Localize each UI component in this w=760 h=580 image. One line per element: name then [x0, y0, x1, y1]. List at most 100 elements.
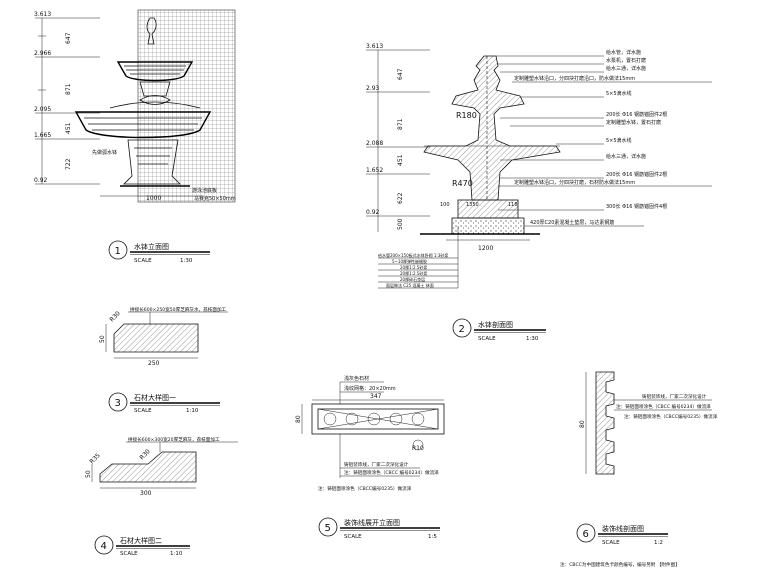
elev-dim-1: 647	[65, 32, 72, 44]
elev-note-bottom: 游泳池底板	[192, 187, 217, 194]
sec-label-9: 给水三通，详水施	[606, 153, 646, 160]
title-2-scale-label: SCALE	[478, 336, 496, 342]
d5-height: 80	[295, 415, 302, 423]
lower-basin	[74, 111, 212, 139]
sec-left-note-5: 20厚碎石垫层	[400, 276, 425, 282]
sec-level-1: 3.613	[366, 43, 383, 50]
title-block-4: 4 石材大样图二 SCALE 1:10	[94, 535, 190, 557]
elev-width: 1000	[146, 195, 161, 202]
title-3-scale: 1:10	[186, 408, 199, 414]
sec-left-note-4: 20厚1:2.5砂浆	[400, 270, 427, 276]
elev-dim-3: 451	[65, 122, 72, 134]
title-block-2: 2 水钵剖面图 SCALE 1:30	[452, 318, 546, 342]
sec-base-dim-1: 100	[440, 202, 450, 208]
title-3-scale-label: SCALE	[134, 408, 152, 414]
d4-radius-2: R30	[138, 448, 151, 461]
title-5-scale: 1:5	[428, 534, 437, 540]
sec-label-2: 水泵机，置石打磨	[606, 57, 646, 64]
sec-label-8: 5×5滴水线	[606, 137, 632, 144]
d5-width: 347	[370, 393, 382, 400]
d6-note-1: 铸铝装饰线，厂家二次深化设计	[642, 393, 707, 400]
sec-base-dim-3: 118	[508, 202, 518, 208]
sec-label-7: 定制雕塑水钵，置石打磨	[606, 119, 661, 126]
mosaic-wall	[137, 9, 236, 203]
d5-radius: R10	[412, 445, 424, 452]
sec-dim-5: 500	[397, 218, 404, 230]
title-1-scale: 1:30	[180, 258, 193, 264]
sec-base-dim-2: 1350	[466, 202, 479, 208]
title-2-num: 2	[459, 324, 465, 335]
title-1-num: 1	[115, 246, 121, 257]
sec-level-2: 2.93	[366, 85, 380, 92]
elev-level-1: 3.613	[34, 11, 51, 18]
title-block-3: 3 石材大样图一 SCALE 1:10	[108, 392, 220, 414]
sec-label-1: 给水管，详水施	[606, 49, 641, 56]
sec-label-3: 给水三通，详水施	[606, 65, 646, 72]
d5-note-5: 注：铸铝面喷涂色（CBCC编号0235）做流泽	[318, 485, 412, 492]
sec-level-4: 1.652	[366, 167, 383, 174]
elev-level-4: 1.665	[34, 132, 51, 139]
title-6-num: 6	[583, 529, 589, 540]
upper-basin	[116, 61, 194, 82]
fountain-finial	[146, 17, 157, 45]
title-2-text: 水钵剖面图	[478, 320, 513, 329]
title-3-text: 石材大样图一	[134, 393, 176, 402]
title-6-scale-label: SCALE	[602, 540, 620, 546]
elev-level-5: 0.92	[34, 177, 48, 184]
d5-note-1: 浅灰色石材	[344, 375, 369, 382]
title-block-1: 1 水钵立面图 SCALE 1:30	[108, 240, 210, 264]
sec-level-3: 2.088	[366, 140, 383, 147]
d4-radius-1: R35	[88, 452, 101, 465]
d5-note-4: 注：铸铝面喷涂色（CBCC 编号0234）做流泽	[344, 469, 439, 476]
sec-dim-4: 622	[397, 192, 404, 204]
d4-note: 拼接长600×300宽20厚芝麻灰，荔枝面加工	[128, 436, 220, 443]
elevation-drawing: 3.613 2.966 2.095 1.665 0.92 647 871 451…	[34, 9, 236, 203]
sec-radius-top: R180	[456, 111, 477, 120]
d6-note-3: 注：铸铝面喷涂色（CBCC编号0235）做流泽	[624, 413, 718, 420]
title-4-num: 4	[101, 541, 107, 552]
detail-3: 拼接长600×250宽50厚芝麻灰水，荔枝面加工 R30 50 250	[99, 306, 228, 367]
sec-label-12: 300长 Φ16 钢筋锚固件4根	[606, 203, 667, 210]
section-drawing: 3.613 2.93 2.088 1.652 0.92 647 871 451 …	[366, 43, 712, 289]
d5-note-3: 铸铝装饰线，厂家二次深化设计	[344, 461, 409, 468]
sec-left-note-3: 20厚1:2.5砂浆	[400, 264, 427, 270]
sec-left-note-6: 面层做法 C25 混凝土 抹面	[386, 282, 434, 288]
sec-left-note-1: 给水管200×150板式水钵卧砌 1:3砂浆	[378, 252, 448, 258]
title-block-5: 5 装饰线展开立面图 SCALE 1:5	[318, 517, 440, 540]
sec-left-note-2: 5~10厚弹性嵌缝胶	[392, 258, 427, 264]
sec-label-11: 定制雕塑水钵沿口，分四块打磨，石材防水做法15mm	[514, 179, 635, 186]
sec-dim-3: 451	[397, 154, 404, 166]
sec-dim-2: 871	[397, 118, 404, 130]
d6-dim: 80	[579, 420, 586, 428]
pedestal	[123, 139, 181, 185]
stone-profile-4	[99, 451, 197, 483]
d3-radius: R30	[108, 310, 121, 323]
elev-level-3: 2.095	[34, 106, 51, 113]
title-4-scale: 1:10	[170, 551, 183, 557]
ornament-panel	[311, 403, 445, 435]
title-2-scale: 1:30	[526, 336, 539, 342]
title-1-text: 水钵立面图	[134, 242, 169, 251]
title-3-num: 3	[115, 398, 121, 409]
sec-label-13: 420厚C20素混凝土垫层，马达素钢筋	[530, 219, 614, 226]
title-5-text: 装饰线展开立面图	[344, 518, 400, 527]
d3-note: 拼接长600×250宽50厚芝麻灰水，荔枝面加工	[130, 306, 227, 313]
elev-note-left: 先做弧水钵	[92, 149, 117, 156]
sec-dim-1: 647	[397, 68, 404, 80]
detail-5: 浅灰色石材 浅纹网格：20×20mm 347 80 R10 铸铝装饰线，厂家二次…	[295, 375, 445, 492]
d6-note-2: 注：铸铝面喷涂色（CBCC 编号0234）做流泽	[616, 403, 711, 410]
detail-6: 80 铸铝装饰线，厂家二次深化设计 注：铸铝面喷涂色（CBCC 编号0234）做…	[579, 371, 718, 475]
d4-width: 300	[140, 490, 152, 497]
sec-width: 1200	[478, 245, 493, 252]
title-4-scale-label: SCALE	[120, 551, 138, 557]
elev-level-2: 2.966	[34, 50, 51, 57]
footer-note: 注：CBCC为中国建筑色卡颜色编号，编号另附 【附件图】	[560, 561, 680, 568]
ornament-section	[595, 371, 615, 475]
sec-label-4: 定制雕塑水钵沿口，分四块打磨沿口，防水做法15mm	[514, 75, 635, 82]
title-6-text: 装饰线剖面图	[602, 524, 644, 533]
title-block-6: 6 装饰线剖面图 SCALE 1:2	[576, 523, 668, 546]
sec-level-5: 0.92	[366, 209, 380, 216]
d4-height: 50	[85, 470, 92, 478]
title-5-num: 5	[325, 523, 331, 534]
